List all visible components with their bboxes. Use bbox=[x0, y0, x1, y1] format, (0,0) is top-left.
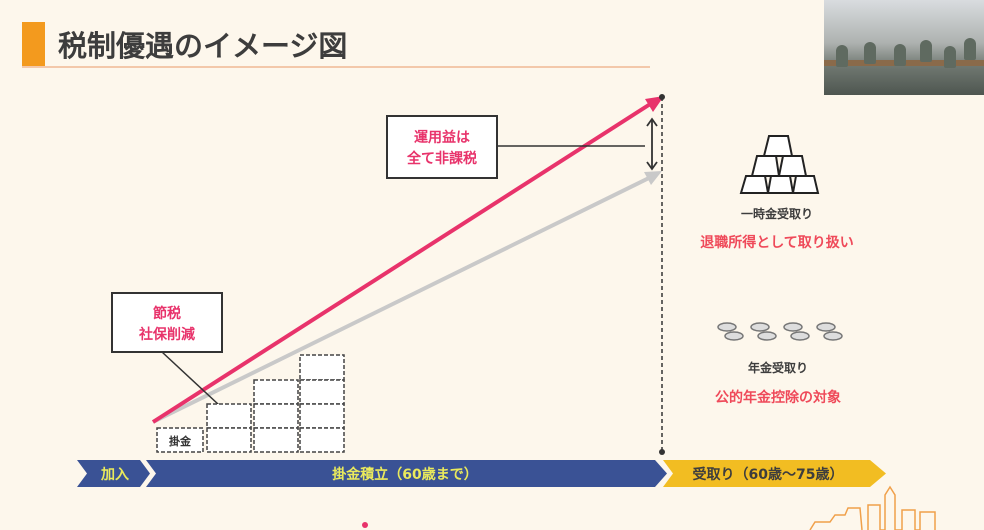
dashed-line-bottom-dot bbox=[659, 449, 665, 455]
slide-title: 税制優遇のイメージ図 bbox=[58, 29, 347, 63]
callout-text: 全て非課税 bbox=[406, 150, 477, 167]
contribution-label: 掛金 bbox=[169, 434, 192, 448]
pension-label: 年金受取り bbox=[748, 360, 808, 375]
callout-text: 社保削減 bbox=[138, 326, 195, 343]
tax-free-growth-arrowhead bbox=[645, 96, 664, 112]
tax-saving-callout bbox=[111, 292, 223, 353]
normal-growth-arrowhead bbox=[644, 171, 662, 185]
timeline-receive-chevron bbox=[663, 460, 886, 487]
tax-free-growth-line bbox=[151, 99, 657, 424]
title-accent-bar bbox=[22, 22, 45, 66]
difference-double-arrow bbox=[646, 117, 658, 171]
laser-pointer-dot bbox=[362, 522, 368, 528]
timeline-accumulate-label: 掛金積立（60歳まで） bbox=[332, 466, 477, 483]
timeline-join-chevron bbox=[77, 460, 150, 487]
callout-text: 運用益は bbox=[414, 129, 470, 146]
coins-icon bbox=[717, 322, 843, 341]
lump-sum-label: 一時金受取り bbox=[741, 206, 813, 221]
timeline-receive-label: 受取り（60歳〜75歳） bbox=[693, 466, 844, 483]
investment-gain-callout bbox=[386, 115, 498, 179]
gold-bars-icon bbox=[739, 135, 820, 194]
dashed-line-top-dot bbox=[659, 94, 665, 100]
presenter-video-thumbnail bbox=[824, 0, 984, 95]
timeline-accumulate-chevron bbox=[146, 460, 667, 487]
callout-text: 節税 bbox=[153, 305, 181, 322]
timeline-join-label: 加入 bbox=[100, 467, 129, 483]
contribution-stack bbox=[156, 354, 345, 453]
city-skyline-decoration bbox=[809, 485, 936, 530]
lump-sum-note: 退職所得として取り扱い bbox=[700, 234, 854, 251]
normal-growth-line bbox=[152, 173, 656, 424]
pension-note: 公的年金控除の対象 bbox=[715, 389, 841, 406]
